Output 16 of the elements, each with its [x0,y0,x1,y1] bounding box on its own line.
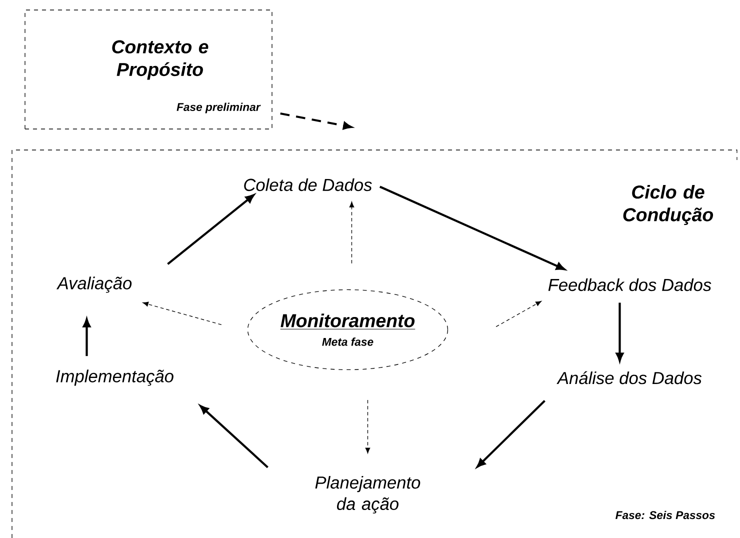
arrow [349,202,354,264]
step-label: Feedback dos Dados [548,278,712,292]
arrow [200,405,268,468]
step-label: Coleta de Dados [244,178,372,192]
arrow [365,400,370,454]
phase-box: Contexto e Propósito Fase preliminar [24,10,272,130]
step-label: Avaliação [56,276,132,293]
step-label: Implementação [56,370,174,386]
arrow [280,112,352,130]
arrow [476,400,546,468]
step-label: Análise dos Dados [556,371,702,384]
arrow [142,302,222,326]
arrow [167,194,254,265]
arrow [379,186,565,270]
arrow [496,301,542,328]
step-label: Planejamento da ação [315,476,420,514]
